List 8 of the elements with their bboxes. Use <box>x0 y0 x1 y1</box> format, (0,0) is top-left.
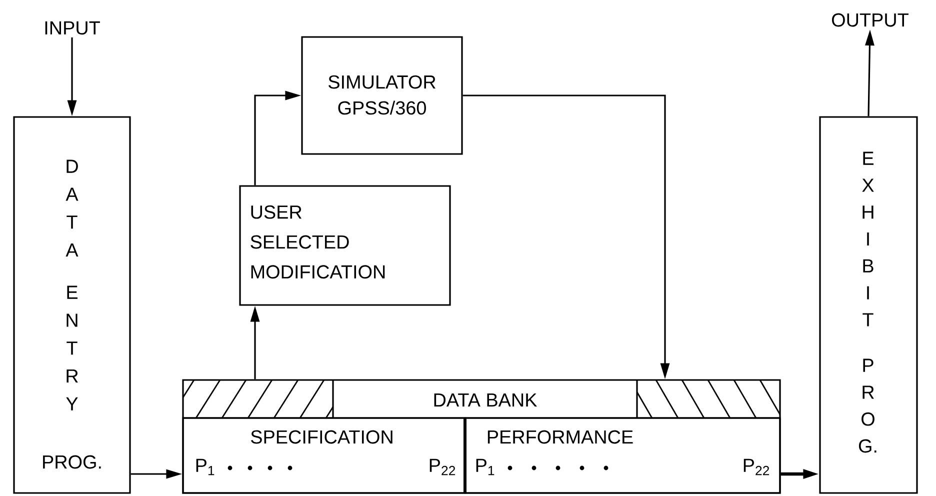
input-label: INPUT <box>45 21 100 35</box>
program-box: E X H I B I T P R O G. <box>819 116 918 494</box>
data-section: SPECIFICATION P$_{1}$ P$_{22}$ <box>182 417 466 494</box>
output-label: OUTPUT <box>832 13 908 27</box>
data-section: PERFORMANCE P$_{1}$ P$_{22}$ <box>464 417 781 494</box>
modification-box: USER SELECTED MODIFICATION <box>239 185 451 306</box>
program-box: D A T A E N T R Y PROG. <box>13 116 131 494</box>
simulator-box: SIMULATOR GPSS/360 <box>301 36 463 155</box>
